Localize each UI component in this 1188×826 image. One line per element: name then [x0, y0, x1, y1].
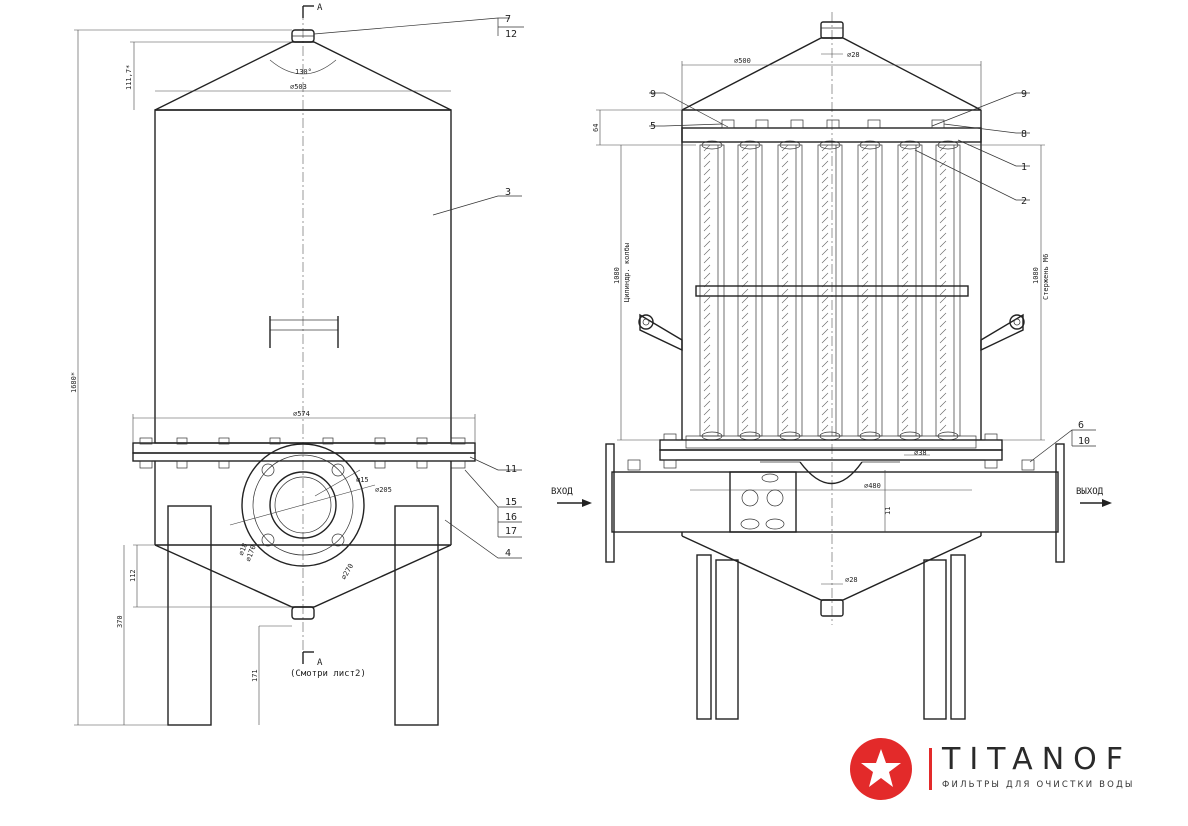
right-lower-flange [659, 449, 1003, 461]
filter-cartridge [737, 140, 763, 441]
manifold-pipe [611, 471, 1059, 533]
callout-r1: 1 [1021, 162, 1027, 173]
callout-16: 16 [505, 512, 517, 523]
outlet-label: ВЫХОД [1076, 487, 1104, 497]
section-mark-bottom: А [317, 658, 323, 668]
left-view: 130° [70, 3, 524, 726]
callout-15: 15 [505, 497, 517, 508]
dim-28-top: ⌀28 [847, 51, 860, 59]
dim-64: 64 [592, 124, 600, 132]
dim-18: ⌀18 [237, 542, 249, 557]
rod-label: Стержень М6 [1042, 254, 1050, 300]
right-bottom-nozzle [820, 599, 844, 617]
callout-11: 11 [505, 464, 517, 475]
inlet-holes-plate [729, 471, 797, 533]
right-bottom-cone [681, 535, 982, 601]
right-leg-1 [696, 554, 712, 720]
brand-divider [929, 748, 932, 790]
filter-cartridge [777, 140, 803, 441]
see-sheet-note: (Смотри лист2) [290, 669, 366, 679]
callout-4: 4 [505, 548, 511, 559]
dim-574: ⌀574 [293, 410, 310, 418]
dim-270: ⌀270 [340, 562, 355, 581]
callout-r2: 2 [1021, 196, 1027, 207]
lower-flange [132, 452, 476, 462]
outlet-arrow-icon [1102, 499, 1112, 507]
lug-right [980, 313, 1024, 352]
inlet-label: ВХОД [551, 487, 573, 497]
callout-17: 17 [505, 526, 517, 537]
callout-7: 7 [505, 14, 511, 25]
dim-111: 111,7* [125, 65, 133, 90]
dim-503: ⌀503 [290, 83, 307, 91]
inlet-pipe-flange [605, 443, 615, 563]
brand-logo: TITANOF ФИЛЬТРЫ ДЛЯ ОЧИСТКИ ВОДЫ [850, 738, 1150, 800]
filter-cartridge [857, 140, 883, 441]
dim-1680: 1680* [70, 372, 78, 393]
callout-r10: 10 [1078, 436, 1090, 447]
outlet-pipe-flange [1055, 443, 1065, 563]
brand-name: TITANOF [942, 742, 1133, 777]
inlet-arrow-icon [582, 499, 592, 507]
flange-bolts [139, 437, 466, 469]
callout-r6: 6 [1078, 420, 1084, 431]
right-roof-cone [681, 37, 982, 111]
callout-12: 12 [505, 29, 517, 40]
dim-205: ⌀205 [375, 486, 392, 494]
filter-cartridge [699, 140, 725, 441]
dim-370: 370 [116, 615, 124, 628]
right-leg-4 [950, 554, 966, 720]
callout-r9b: 9 [1021, 89, 1027, 100]
dim-11: 11 [884, 507, 892, 515]
callout-r8: 8 [1021, 129, 1027, 140]
top-nuts [721, 119, 945, 129]
filter-cartridge [897, 140, 923, 441]
right-view: ВХОД ВЫХОД ⌀500 ⌀28 ⌀28 64 1080 Цилиндр.… [551, 12, 1112, 720]
dim-38: ⌀38 [914, 449, 927, 457]
dim-171: 171 [251, 669, 259, 682]
leg-left [167, 505, 212, 726]
dim-15: ⌀15 [356, 476, 369, 484]
dim-1080-right: 1080 [1032, 267, 1040, 284]
top-tube-sheet [681, 127, 982, 143]
filter-cartridge [935, 140, 961, 441]
filter-cartridge [817, 140, 843, 441]
filter-cartridges [699, 140, 961, 441]
lug-left [639, 313, 683, 352]
dim-130: 130° [295, 68, 312, 76]
section-mark-top: А [317, 3, 323, 13]
callout-r9a: 9 [650, 89, 656, 100]
bottom-nozzle [291, 606, 315, 620]
star-logo-icon [850, 738, 912, 800]
callout-r5: 5 [650, 121, 656, 132]
roof-cone [154, 41, 452, 111]
dim-28-bottom: ⌀28 [845, 576, 858, 584]
right-upper-flange [659, 439, 1003, 451]
right-leg-2 [715, 559, 739, 720]
leg-right [394, 505, 439, 726]
inlet-flange [229, 443, 376, 567]
callout-3: 3 [505, 187, 511, 198]
dim-112: 112 [129, 569, 137, 582]
middle-band [695, 285, 969, 297]
dim-500: ⌀500 [734, 57, 751, 65]
right-leg-3 [923, 559, 947, 720]
flask-cylinder-label: Цилиндр. колбы [623, 243, 631, 302]
brand-tagline: ФИЛЬТРЫ ДЛЯ ОЧИСТКИ ВОДЫ [942, 780, 1135, 790]
dim-1080-left: 1080 [613, 267, 621, 284]
dim-480: ⌀480 [864, 482, 881, 490]
